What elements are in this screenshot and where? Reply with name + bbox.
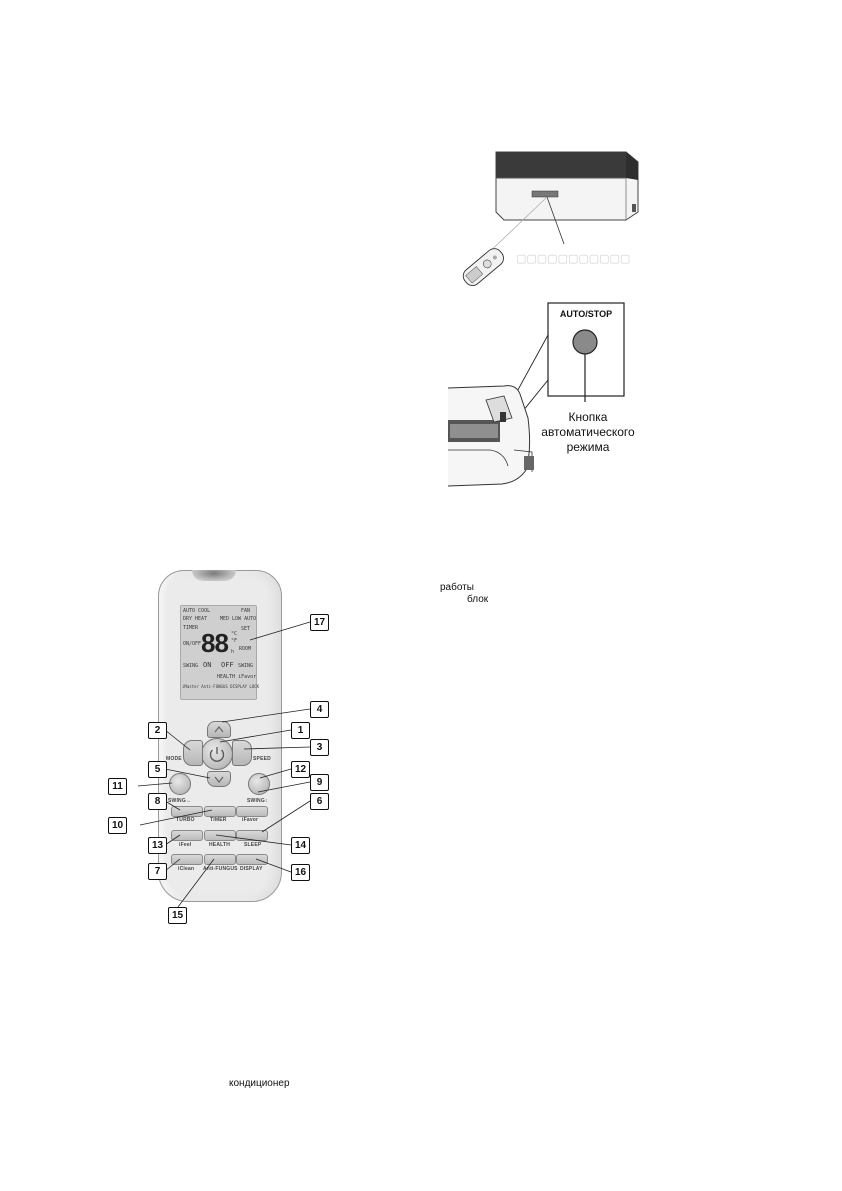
callout-15: 15 [168, 907, 187, 924]
callout-2: 2 [148, 722, 167, 739]
lcd-onoff: ON/OFF [183, 641, 202, 647]
lcd-bottom-row: iMaster Anti-FUNGUS DISPLAY LOCK [182, 684, 260, 689]
callout-17: 17 [310, 614, 329, 631]
caption-line-2: автоматического [541, 425, 635, 439]
auto-stop-panel-figure: AUTO/STOP Кнопка автоматического режима [446, 300, 646, 488]
svg-text:▢▢▢▢▢▢▢▢▢▢▢: ▢▢▢▢▢▢▢▢▢▢▢ [516, 252, 630, 265]
indoor-unit-figure: ▢▢▢▢▢▢▢▢▢▢▢ [446, 140, 646, 295]
turbo-label: TURBO [176, 817, 195, 823]
speed-label: SPEED [253, 756, 271, 762]
callout-4: 4 [310, 701, 329, 718]
health-button[interactable] [204, 830, 236, 841]
mode-button[interactable] [183, 740, 203, 766]
mode-label: MODE [166, 756, 182, 762]
lcd-unit-c: °C [231, 631, 238, 637]
timer-button[interactable] [204, 806, 236, 817]
lcd-unit-f: °F [231, 638, 238, 644]
health-label: HEALTH [209, 842, 231, 848]
display-label: DISPLAY [240, 866, 263, 872]
lcd-off: OFF [221, 661, 234, 669]
lcd-mode-row: AUTO COOL [183, 608, 211, 614]
callout-1: 1 [291, 722, 310, 739]
callout-10: 10 [108, 817, 127, 834]
temp-down-button[interactable] [207, 771, 231, 787]
callout-7: 7 [148, 863, 167, 880]
power-icon [209, 747, 225, 762]
callout-16: 16 [291, 864, 310, 881]
callout-5: 5 [148, 761, 167, 778]
ir-emitter [192, 570, 236, 581]
callout-11: 11 [108, 778, 127, 795]
swing-lr-button[interactable] [169, 773, 191, 795]
iclean-label: iClean [178, 866, 195, 872]
text-fragment-blok: блок [467, 594, 489, 605]
text-fragment-raboty: работы [440, 582, 474, 593]
swing-lr-label: SWING↔ [168, 798, 192, 804]
anti-fungus-button[interactable] [204, 854, 236, 865]
temp-up-button[interactable] [207, 721, 231, 738]
lcd-swing-ud: SWING [238, 663, 254, 669]
lcd-digits: 88 [201, 628, 229, 658]
lcd-timer: TIMER [183, 625, 199, 631]
lcd-swing-lr: SWING [183, 663, 199, 669]
text-fragment-konditsioner: кондиционер [229, 1078, 290, 1089]
caption-line-1: Кнопка [568, 410, 608, 424]
power-button[interactable] [201, 738, 233, 770]
lcd-on: ON [203, 661, 212, 669]
speed-button[interactable] [232, 740, 252, 766]
turbo-button[interactable] [171, 806, 203, 817]
timer-label: TIMER [210, 817, 227, 823]
lcd-fan-speeds: MED LOW AUTO [220, 616, 257, 622]
lcd-unit-h: h [231, 649, 235, 655]
chevron-down-icon [214, 776, 224, 783]
callout-13: 13 [148, 837, 167, 854]
swing-ud-button[interactable] [248, 773, 270, 795]
sleep-button[interactable] [236, 830, 268, 841]
auto-mode-caption: Кнопка автоматического режима [536, 410, 640, 455]
ifeel-label: iFeel [179, 842, 192, 848]
ifeel-button[interactable] [171, 830, 203, 841]
ifavor-label: iFavor [242, 817, 259, 823]
auto-stop-panel-drawing [447, 302, 625, 487]
lcd-health-ifavor: HEALTH iFavor [217, 674, 257, 680]
lcd-room: ROOM [239, 646, 252, 652]
swing-ud-label: SWING↕ [247, 798, 268, 804]
callout-8: 8 [148, 793, 167, 810]
indoor-unit-drawing: ▢▢▢▢▢▢▢▢▢▢▢ [462, 151, 639, 286]
callout-3: 3 [310, 739, 329, 756]
callout-12: 12 [291, 761, 310, 778]
display-button[interactable] [236, 854, 268, 865]
callout-9: 9 [310, 774, 329, 791]
lcd-dry-heat: DRY HEAT [183, 616, 208, 622]
anti-fungus-label: Anti-FUNGUS [203, 866, 238, 872]
auto-stop-label: AUTO/STOP [559, 309, 613, 319]
lcd-set: SET [241, 626, 251, 632]
sleep-label: SLEEP [244, 842, 262, 848]
callout-6: 6 [310, 793, 329, 810]
remote-lcd-display: AUTO COOL FAN DRY HEAT MED LOW AUTO TIME… [180, 605, 260, 700]
chevron-up-icon [214, 726, 224, 733]
callout-14: 14 [291, 837, 310, 854]
iclean-button[interactable] [171, 854, 203, 865]
ifavor-button[interactable] [236, 806, 268, 817]
caption-line-3: режима [566, 440, 610, 454]
lcd-fan: FAN [241, 608, 251, 614]
